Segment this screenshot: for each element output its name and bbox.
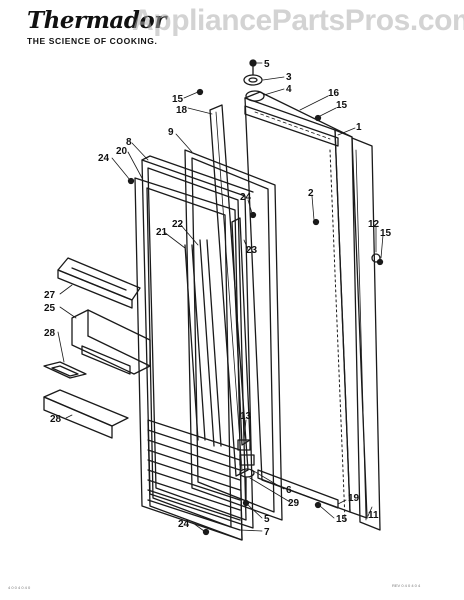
- butter-cover-28: [43, 361, 87, 379]
- callout-15-c: 15: [380, 228, 392, 239]
- callout-8: 8: [126, 137, 132, 148]
- callout-3: 3: [286, 72, 292, 83]
- callout-21: 21: [156, 227, 168, 238]
- callout-1: 1: [356, 122, 362, 133]
- door-handle: [351, 137, 381, 531]
- door-bin-27: [57, 257, 141, 309]
- callout-7: 7: [264, 527, 270, 538]
- callout-4: 4: [286, 84, 292, 95]
- callout-28-b: 28: [50, 414, 62, 425]
- callout-15-d: 15: [336, 514, 348, 525]
- louvered-panel: [147, 419, 243, 541]
- watermark-text: AppliancePartsPros.com: [132, 4, 464, 37]
- callout-23: 23: [246, 245, 258, 256]
- door-outer-panel: [244, 91, 368, 521]
- callout-12: 12: [368, 219, 380, 230]
- callout-20: 20: [116, 146, 128, 157]
- brand-logo: Thermador: [27, 7, 166, 34]
- top-hinge: [243, 59, 265, 102]
- callout-6: 6: [286, 485, 292, 496]
- callout-27: 27: [44, 290, 56, 301]
- callout-24-c: 24: [178, 519, 190, 530]
- door-bin-25: [71, 309, 151, 375]
- callout-5-bottom: 5: [264, 514, 270, 525]
- callout-labels: 5 3 4 16 15 18 15 1 9 8 20 24 24 2 12 15…: [44, 59, 392, 538]
- callout-25: 25: [44, 303, 56, 314]
- bottom-trim: [257, 469, 339, 509]
- callout-13: 13: [240, 411, 252, 422]
- screws: [127, 88, 384, 536]
- door-bin-28-lower: [43, 389, 129, 439]
- callout-24-b: 24: [240, 192, 252, 203]
- callout-28-a: 28: [44, 328, 56, 339]
- footer-code-right: REV 0 4 0 4 0 4: [392, 583, 421, 588]
- callout-22: 22: [172, 219, 184, 230]
- callout-19: 19: [348, 493, 360, 504]
- door-liner: [184, 149, 283, 521]
- door-gasket: [141, 155, 254, 529]
- callout-18: 18: [176, 105, 188, 116]
- callout-24-a: 24: [98, 153, 110, 164]
- shelf-rails: [184, 239, 222, 447]
- top-trim-strip: [244, 105, 339, 147]
- footer-code-left: 4 0 0 4 0 4 0: [8, 585, 31, 590]
- callout-16: 16: [328, 88, 340, 99]
- callout-9: 9: [168, 127, 174, 138]
- callout-5-top: 5: [264, 59, 270, 70]
- callout-29: 29: [288, 498, 300, 509]
- leader-lines: [57, 62, 384, 532]
- callout-15-a: 15: [172, 94, 184, 105]
- callout-15-b: 15: [336, 100, 348, 111]
- callout-11: 11: [368, 510, 379, 521]
- brand-tagline: THE SCIENCE OF COOKING.: [27, 36, 158, 46]
- callout-2: 2: [308, 188, 314, 199]
